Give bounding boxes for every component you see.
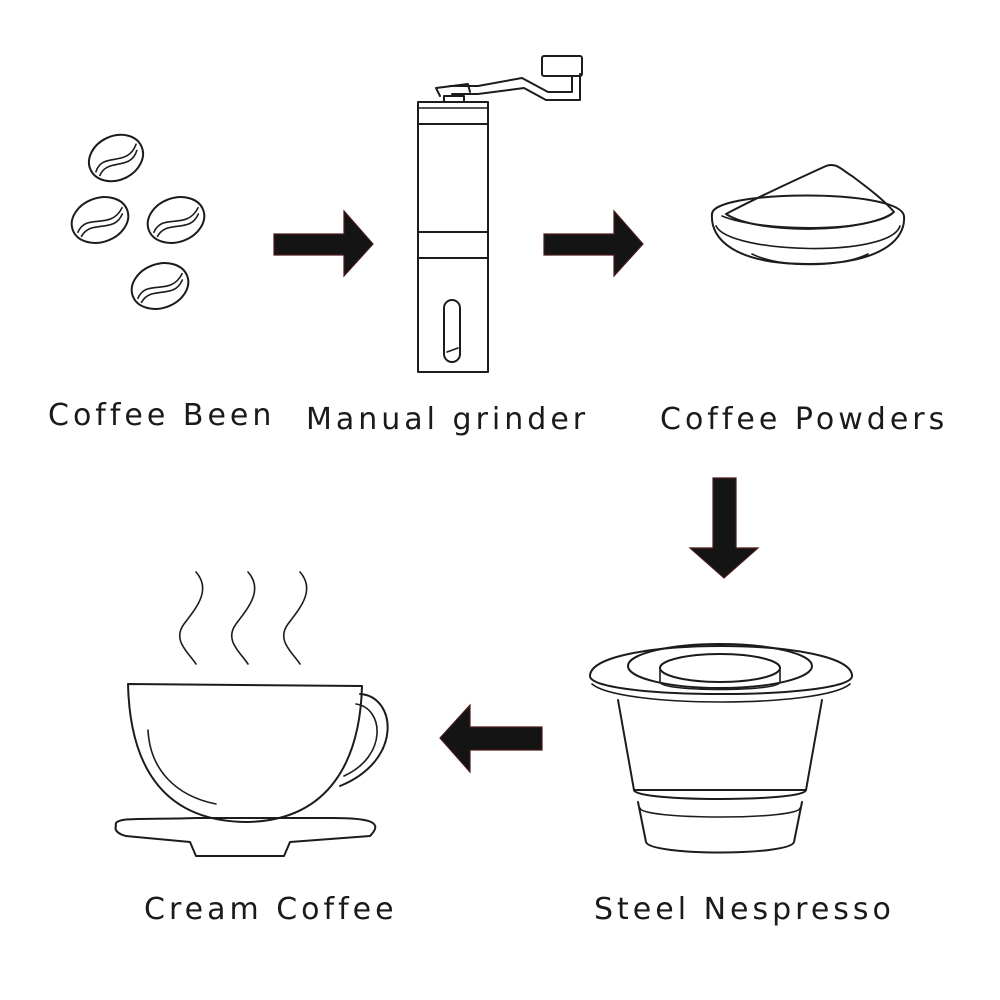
coffee-beans-icon [70,133,206,310]
label-manual-grinder: Manual grinder [306,402,590,437]
coffee-powder-icon [710,164,906,266]
manual-grinder-icon [417,55,583,373]
coffee-cup-icon [114,571,389,857]
arrow-right-1 [273,209,374,278]
label-coffee-powders: Coffee Powders [660,402,949,437]
steel-capsule-icon [589,643,853,854]
arrow-down [688,477,760,579]
arrow-left [439,703,543,774]
label-cream-coffee: Cream Coffee [144,892,398,927]
arrow-right-2 [543,209,644,278]
label-coffee-been: Coffee Been [48,398,276,433]
label-steel-nespresso: Steel Nespresso [594,892,895,927]
